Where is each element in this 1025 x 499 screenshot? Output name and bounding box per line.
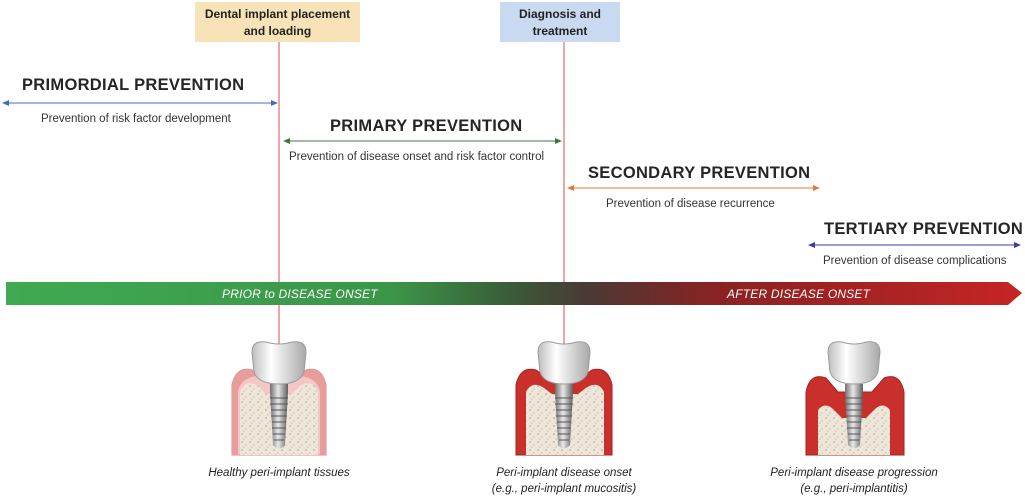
tertiary-arrow: [808, 242, 1021, 248]
primordial-prevention-description: Prevention of risk factor development: [41, 113, 231, 125]
implant-periimplantitis-illustration: [805, 341, 905, 456]
milestone-implant-placement: Dental implant placement and loading: [195, 2, 360, 42]
primary-prevention-description: Prevention of disease onset and risk fac…: [289, 151, 545, 163]
secondary-arrow: [567, 185, 820, 191]
timeline-after-label: AFTER DISEASE ONSET: [727, 287, 871, 301]
caption-onset-line2: (e.g., peri-implant mucositis): [491, 483, 637, 495]
tertiary-prevention-description: Prevention of disease complications: [823, 255, 1007, 267]
caption-progression-line2: (e.g., peri-implantitis): [800, 483, 908, 495]
milestone-diagnosis-treatment: Diagnosis and treatment: [500, 2, 620, 42]
primary-prevention-title: PRIMARY PREVENTION: [330, 117, 523, 135]
timeline-before-label: PRIOR to DISEASE ONSET: [222, 287, 378, 301]
timeline-bar: [6, 282, 1022, 305]
implant-healthy-illustration: [231, 341, 327, 456]
caption-healthy: Healthy peri-implant tissues: [179, 465, 379, 481]
milestone-diagnosis-line2: treatment: [532, 24, 588, 38]
milestone-implant-placement-line2: and loading: [243, 24, 312, 38]
primordial-arrow: [2, 100, 278, 106]
caption-disease-onset: Peri-implant disease onset (e.g., peri-i…: [464, 465, 664, 497]
secondary-prevention-description: Prevention of disease recurrence: [606, 198, 775, 210]
caption-progression-line1: Peri-implant disease progression: [770, 467, 938, 479]
milestone-implant-placement-line1: Dental implant placement: [204, 7, 351, 21]
secondary-prevention-title: SECONDARY PREVENTION: [588, 164, 811, 182]
primordial-prevention-title: PRIMORDIAL PREVENTION: [22, 76, 245, 94]
tertiary-prevention-title: TERTIARY PREVENTION: [824, 220, 1024, 238]
caption-disease-progression: Peri-implant disease progression (e.g., …: [749, 465, 959, 497]
caption-healthy-line1: Healthy peri-implant tissues: [208, 467, 350, 479]
milestone-diagnosis-line1: Diagnosis and: [518, 7, 601, 21]
implant-mucositis-illustration: [515, 341, 613, 456]
primary-arrow: [283, 138, 562, 144]
caption-onset-line1: Peri-implant disease onset: [496, 467, 632, 479]
